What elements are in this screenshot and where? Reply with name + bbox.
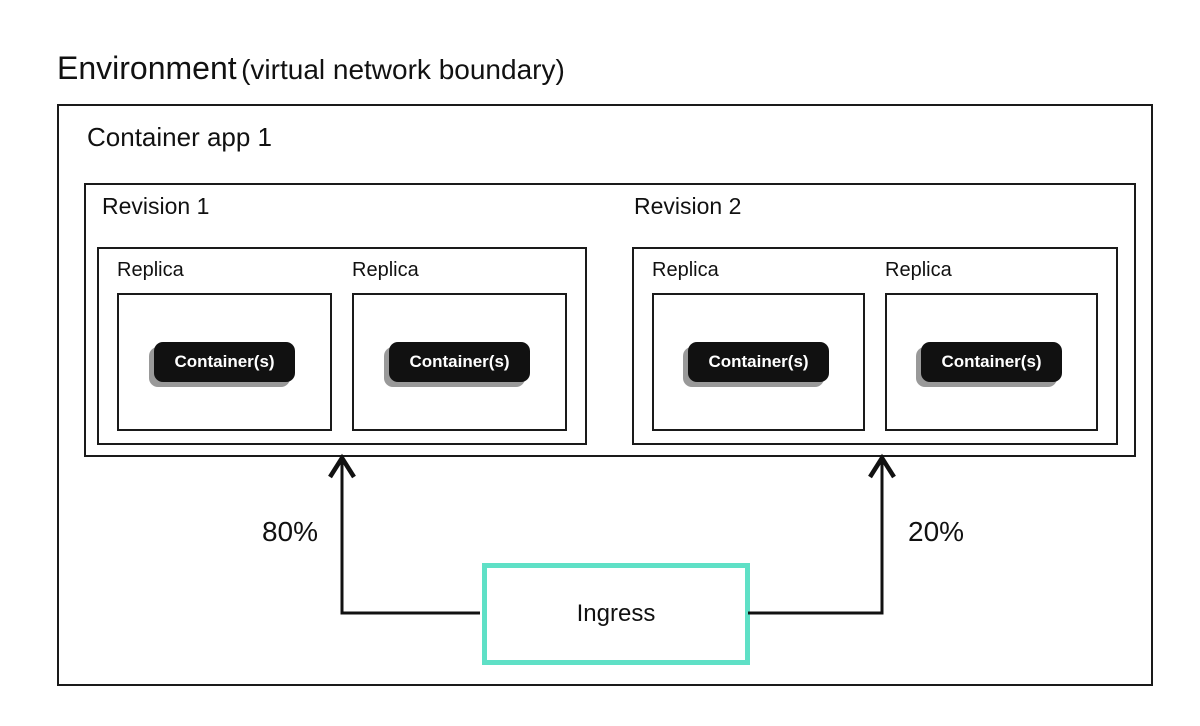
traffic-percent-revision-2: 20% [908, 516, 965, 547]
revision-2-label: Revision 2 [634, 193, 742, 219]
environment-title-main: Environment [57, 50, 237, 86]
replica-label: Replica [885, 259, 952, 281]
containers-badge: Container(s) [154, 342, 295, 382]
ingress-label: Ingress [576, 600, 656, 627]
containers-badge: Container(s) [921, 342, 1062, 382]
environment-title-sub: (virtual network boundary) [241, 54, 565, 85]
environment-title: Environment (virtual network boundary) [57, 50, 565, 87]
replica-column: Replica Container(s) [352, 257, 567, 431]
revision-2-replicas-box: Replica Container(s) Replica Container(s… [632, 247, 1118, 445]
revisions-box: Revision 1 Revision 2 Replica Container(… [84, 183, 1136, 457]
revision-1-replicas-box: Replica Container(s) Replica Container(s… [97, 247, 587, 445]
replica-column: Replica Container(s) [652, 257, 865, 431]
replica-column: Replica Container(s) [885, 257, 1098, 431]
replica-box: Container(s) [117, 293, 332, 431]
replica-label: Replica [352, 259, 419, 281]
replica-box: Container(s) [352, 293, 567, 431]
traffic-percent-revision-1: 80% [261, 516, 318, 547]
replica-box: Container(s) [652, 293, 865, 431]
containers-badge: Container(s) [389, 342, 530, 382]
environment-boundary-box: Container app 1 Revision 1 Revision 2 Re… [57, 104, 1153, 686]
replica-box: Container(s) [885, 293, 1098, 431]
ingress-box: Ingress [482, 563, 750, 665]
replica-label: Replica [117, 259, 184, 281]
replica-column: Replica Container(s) [117, 257, 332, 431]
replica-label: Replica [652, 259, 719, 281]
containers-badge: Container(s) [688, 342, 829, 382]
container-app-label: Container app 1 [87, 122, 273, 152]
revision-1-label: Revision 1 [102, 193, 210, 219]
